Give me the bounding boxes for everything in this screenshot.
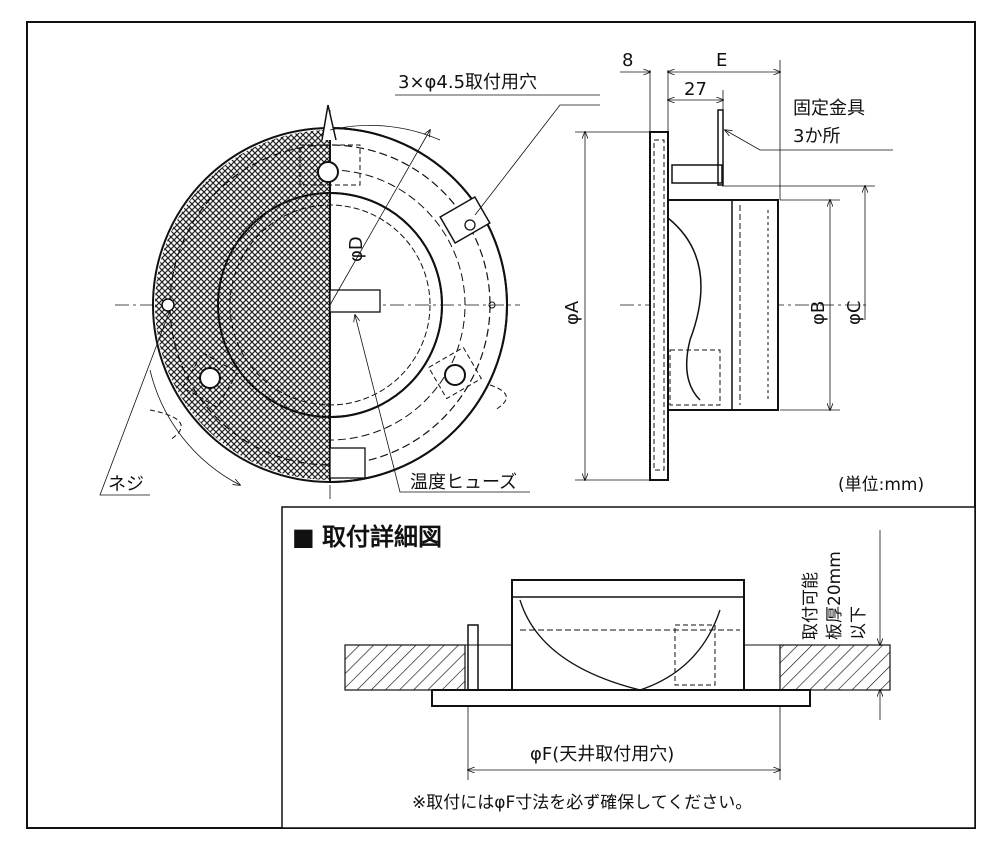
dim-E: E — [716, 50, 727, 71]
bracket-label-2: 3か所 — [793, 126, 840, 147]
unit-label: (単位:mm) — [838, 475, 924, 495]
side-view — [575, 60, 893, 481]
detail-title-mark: ■ — [292, 523, 315, 551]
phiD-label: φD — [346, 236, 367, 262]
phiF-label: φF(天井取付用穴) — [530, 744, 674, 765]
front-view — [99, 94, 600, 500]
install-note: ※取付にはφF寸法を必ず確保してください。 — [412, 793, 752, 813]
screw-label: ネジ — [108, 474, 144, 495]
holes-label: 3×φ4.5取付用穴 — [398, 72, 537, 93]
detail-drawing — [344, 530, 891, 780]
detail-title: 取付詳細図 — [322, 523, 442, 551]
dim-8: 8 — [622, 50, 633, 71]
phiB-label: φB — [808, 301, 829, 325]
phiA-label: φA — [562, 300, 583, 325]
phiC-label: φC — [844, 301, 865, 325]
bracket-label-1: 固定金具 — [793, 98, 865, 119]
dim-27: 27 — [684, 79, 707, 100]
thickness-label-1: 取付可能 — [801, 572, 821, 640]
thickness-label-2: 板厚20mm — [825, 551, 845, 640]
fuse-label: 温度ヒューズ — [410, 472, 517, 493]
thickness-label-3: 以下 — [849, 606, 869, 640]
